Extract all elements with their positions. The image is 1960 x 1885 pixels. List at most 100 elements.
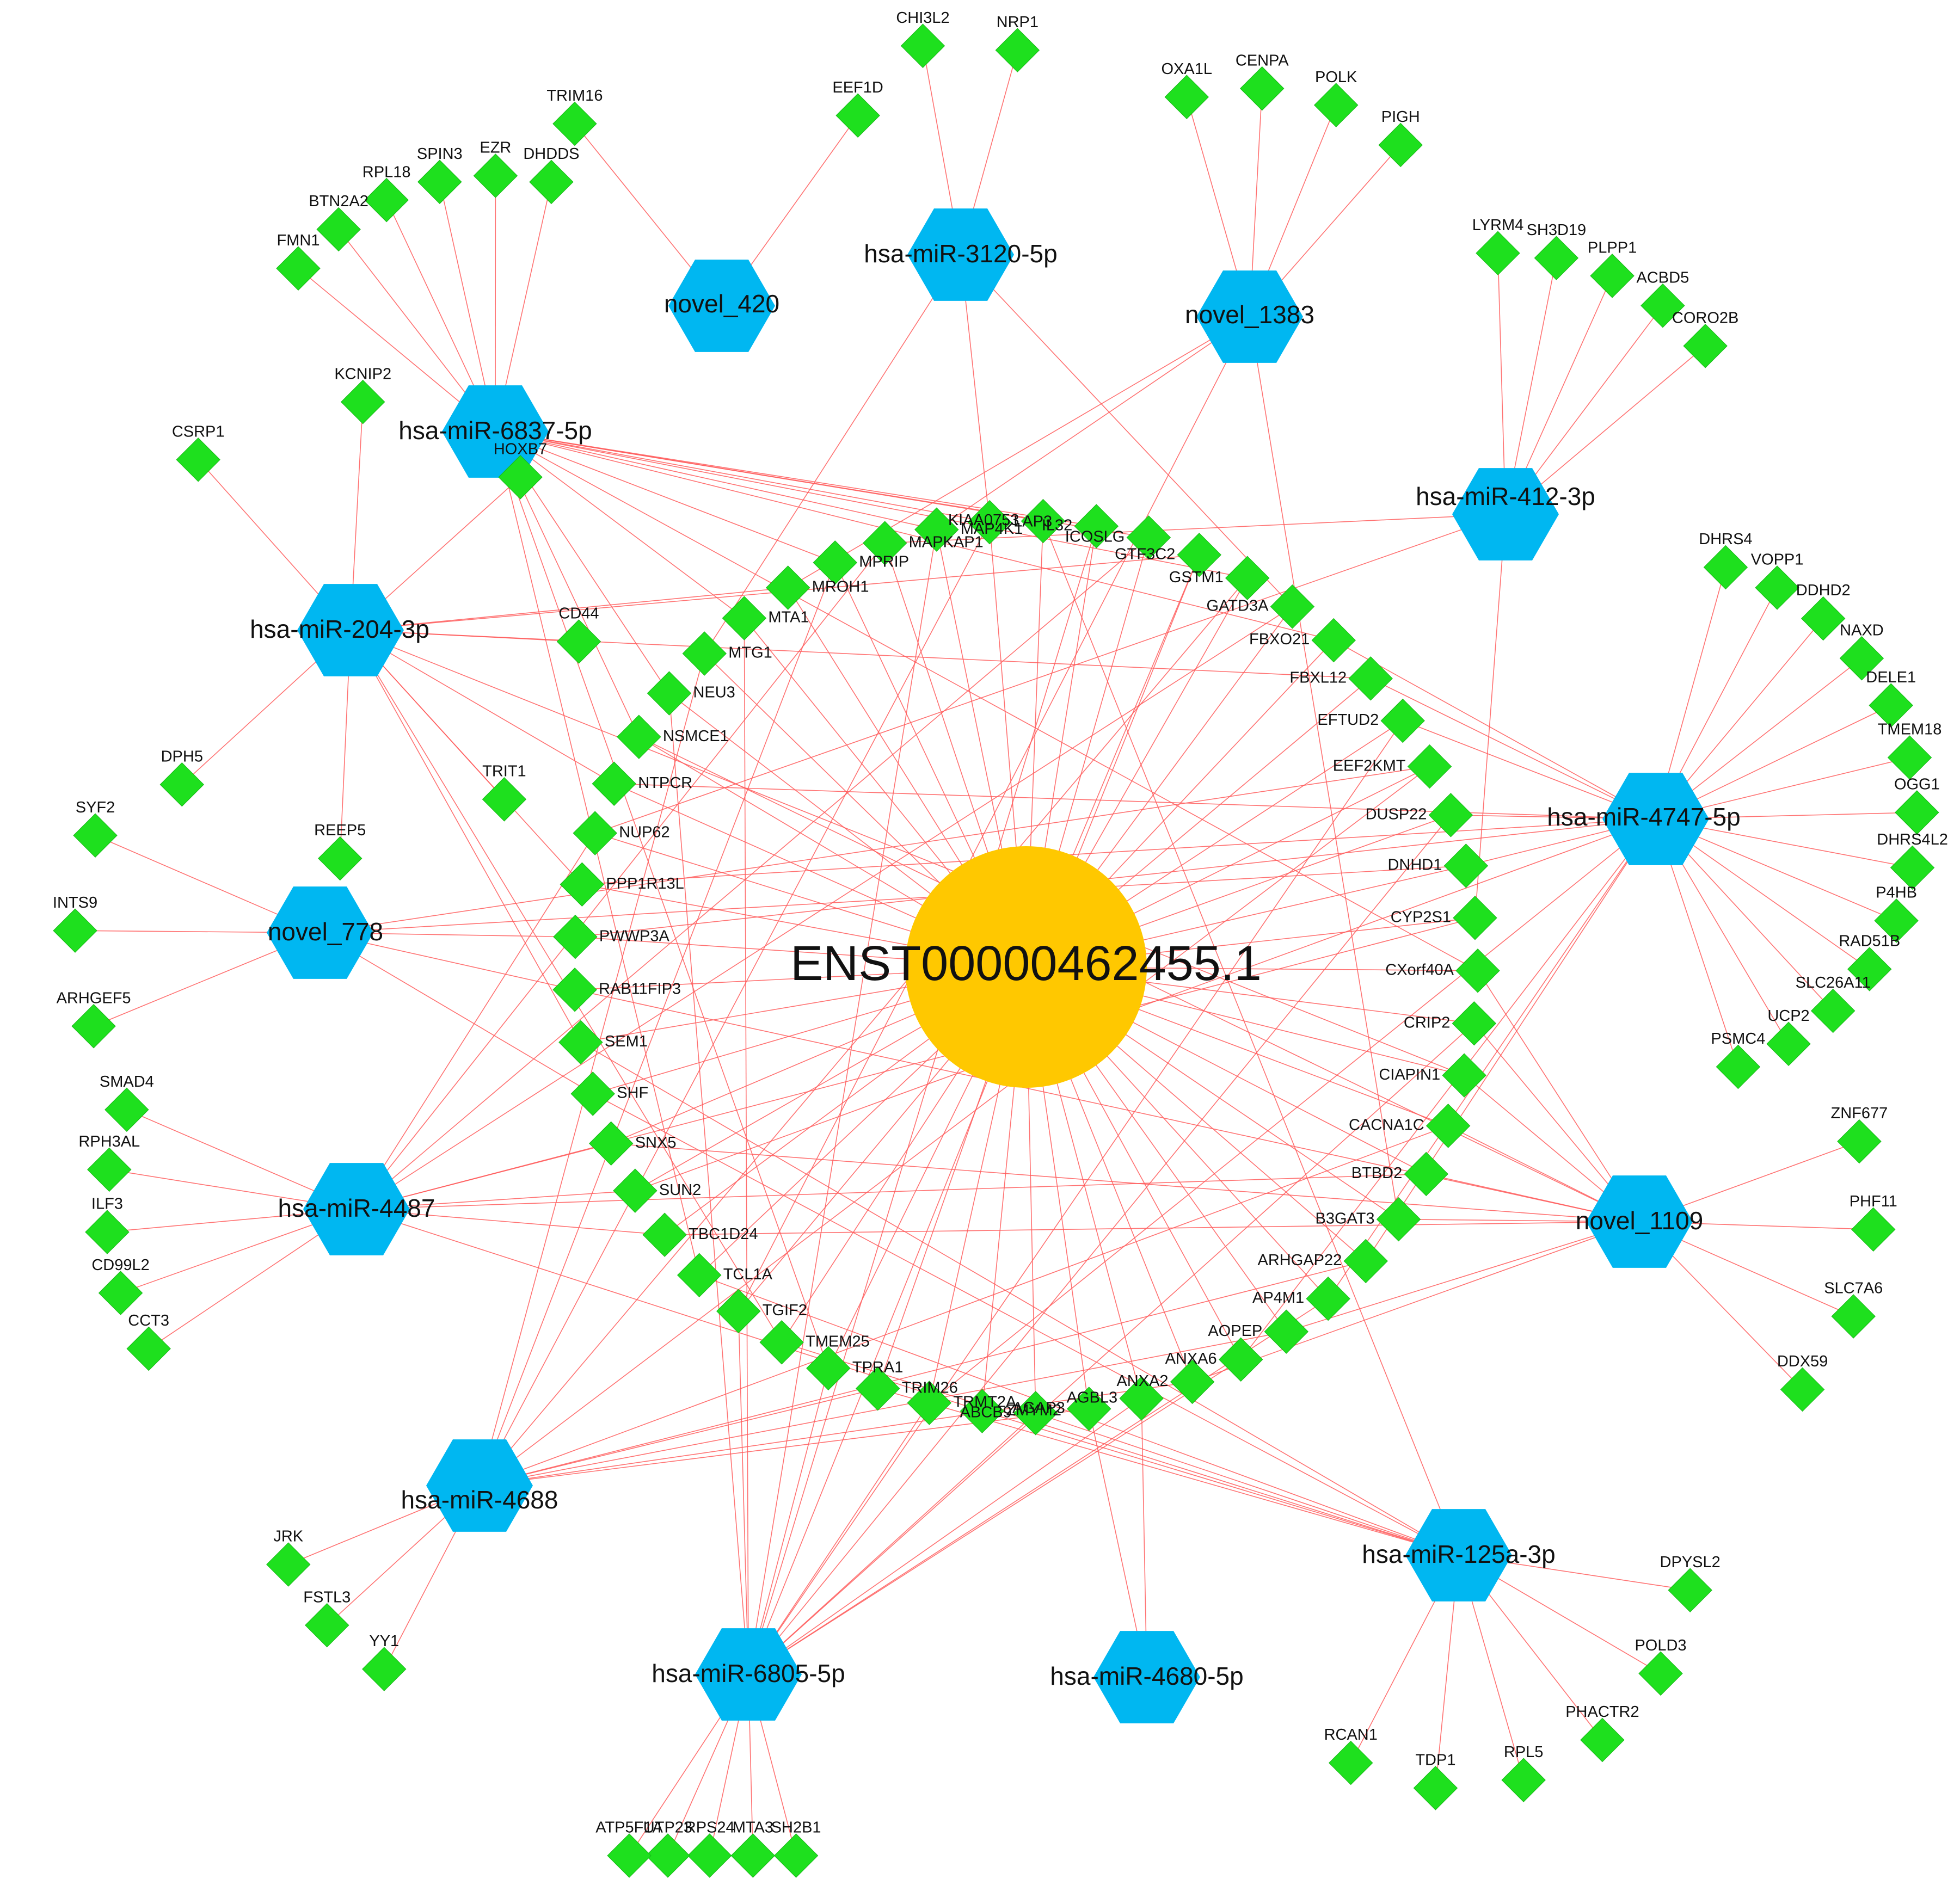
peripheral-gene-node-28[interactable] (1801, 596, 1846, 641)
peripheral-gene-node-39[interactable] (71, 1004, 116, 1049)
peripheral-gene-node-22[interactable] (556, 619, 601, 664)
ring-gene-node-10[interactable] (1380, 698, 1425, 743)
peripheral-gene-node-62[interactable] (687, 1833, 732, 1878)
ring-gene-node-6[interactable] (1225, 556, 1270, 600)
peripheral-gene-node-24[interactable] (318, 836, 362, 881)
peripheral-gene-node-32[interactable] (1895, 790, 1939, 835)
peripheral-gene-node-7[interactable] (1378, 122, 1423, 168)
mirna-node-mir6837[interactable] (442, 385, 549, 478)
ring-gene-node-44[interactable] (573, 811, 617, 855)
mirna-node-mir204[interactable] (297, 584, 404, 676)
ring-gene-node-2[interactable] (1021, 498, 1066, 544)
peripheral-gene-node-33[interactable] (1890, 845, 1935, 890)
ring-gene-node-52[interactable] (862, 521, 907, 565)
peripheral-gene-node-60[interactable] (773, 1833, 819, 1878)
ring-gene-node-15[interactable] (1455, 948, 1500, 993)
peripheral-gene-node-4[interactable] (1164, 75, 1209, 119)
peripheral-gene-node-16[interactable] (1590, 254, 1635, 298)
peripheral-gene-node-1[interactable] (835, 93, 880, 138)
peripheral-gene-node-50[interactable] (1780, 1367, 1825, 1412)
ring-gene-node-36[interactable] (642, 1212, 687, 1257)
ring-gene-node-28[interactable] (1013, 1391, 1058, 1436)
peripheral-gene-node-59[interactable] (1329, 1740, 1373, 1785)
mirna-node-mir412[interactable] (1452, 468, 1559, 560)
peripheral-gene-node-58[interactable] (1413, 1766, 1458, 1810)
peripheral-gene-node-61[interactable] (730, 1833, 776, 1878)
peripheral-gene-node-36[interactable] (1811, 988, 1855, 1033)
peripheral-gene-node-38[interactable] (1716, 1044, 1761, 1089)
peripheral-gene-node-25[interactable] (159, 762, 205, 807)
ring-gene-node-11[interactable] (1407, 744, 1452, 789)
peripheral-gene-node-21[interactable] (498, 455, 543, 500)
ring-gene-node-39[interactable] (570, 1071, 615, 1116)
peripheral-gene-node-6[interactable] (1313, 83, 1359, 127)
mirna-node-novel_1109[interactable] (1586, 1175, 1693, 1268)
ring-gene-node-50[interactable] (766, 565, 810, 610)
peripheral-gene-node-26[interactable] (1703, 545, 1748, 590)
ring-gene-node-31[interactable] (855, 1366, 900, 1411)
ring-gene-node-13[interactable] (1443, 843, 1489, 888)
peripheral-gene-node-0[interactable] (552, 101, 597, 146)
peripheral-gene-node-43[interactable] (98, 1271, 143, 1315)
lncrna-hub-node[interactable] (905, 846, 1147, 1088)
peripheral-gene-node-10[interactable] (364, 177, 409, 223)
peripheral-gene-node-11[interactable] (417, 159, 462, 204)
mirna-node-mir3120[interactable] (907, 208, 1014, 301)
peripheral-gene-node-46[interactable] (105, 1087, 149, 1132)
ring-gene-node-46[interactable] (617, 714, 661, 759)
peripheral-gene-node-51[interactable] (362, 1647, 407, 1691)
ring-gene-node-51[interactable] (813, 540, 857, 585)
peripheral-gene-node-48[interactable] (1851, 1207, 1896, 1252)
peripheral-gene-node-35[interactable] (1847, 947, 1892, 991)
ring-gene-node-14[interactable] (1453, 896, 1497, 940)
ring-gene-node-20[interactable] (1376, 1197, 1421, 1242)
ring-gene-node-41[interactable] (552, 968, 597, 1012)
peripheral-gene-node-27[interactable] (1755, 565, 1799, 610)
ring-gene-node-47[interactable] (647, 671, 692, 716)
ring-gene-node-42[interactable] (553, 914, 598, 959)
mirna-node-mir4747[interactable] (1602, 773, 1709, 865)
ring-gene-node-8[interactable] (1311, 618, 1356, 663)
mirna-node-mir4487[interactable] (303, 1163, 410, 1255)
mirna-node-novel_1383[interactable] (1196, 270, 1303, 363)
peripheral-gene-node-8[interactable] (276, 246, 321, 291)
ring-gene-node-12[interactable] (1428, 793, 1473, 837)
peripheral-gene-node-34[interactable] (1874, 898, 1919, 943)
ring-gene-node-3[interactable] (1074, 504, 1119, 549)
peripheral-gene-node-57[interactable] (1501, 1758, 1546, 1802)
peripheral-gene-node-18[interactable] (1683, 324, 1728, 368)
ring-gene-node-32[interactable] (806, 1346, 851, 1391)
ring-gene-node-4[interactable] (1126, 515, 1171, 560)
mirna-node-mir125a[interactable] (1405, 1509, 1512, 1601)
mirna-node-novel_778[interactable] (267, 886, 373, 979)
peripheral-gene-node-37[interactable] (1766, 1021, 1811, 1067)
ring-gene-node-1[interactable] (967, 500, 1012, 545)
peripheral-gene-node-63[interactable] (646, 1833, 690, 1878)
ring-gene-node-48[interactable] (682, 631, 727, 676)
peripheral-gene-node-41[interactable] (73, 813, 118, 858)
peripheral-gene-node-12[interactable] (473, 153, 518, 198)
peripheral-gene-node-19[interactable] (176, 438, 220, 482)
ring-gene-node-18[interactable] (1426, 1104, 1471, 1148)
ring-gene-node-43[interactable] (560, 862, 605, 907)
ring-gene-node-16[interactable] (1452, 1001, 1497, 1046)
peripheral-gene-node-15[interactable] (1534, 236, 1579, 280)
ring-gene-node-34[interactable] (716, 1289, 761, 1334)
ring-gene-node-5[interactable] (1177, 532, 1221, 577)
ring-gene-node-45[interactable] (592, 761, 636, 806)
peripheral-gene-node-49[interactable] (1831, 1294, 1876, 1339)
peripheral-gene-node-20[interactable] (341, 379, 385, 424)
peripheral-gene-node-23[interactable] (482, 777, 527, 822)
peripheral-gene-node-45[interactable] (87, 1147, 132, 1192)
ring-gene-node-19[interactable] (1404, 1151, 1448, 1197)
ring-gene-node-49[interactable] (722, 596, 767, 640)
ring-gene-node-0[interactable] (914, 507, 959, 552)
peripheral-gene-node-40[interactable] (53, 908, 97, 953)
peripheral-gene-node-52[interactable] (305, 1603, 349, 1648)
peripheral-gene-node-3[interactable] (995, 28, 1040, 72)
ring-gene-node-35[interactable] (677, 1253, 722, 1297)
ring-gene-node-7[interactable] (1270, 584, 1315, 629)
mirna-node-mir4680[interactable] (1093, 1631, 1200, 1723)
peripheral-gene-node-56[interactable] (1580, 1717, 1625, 1763)
ring-gene-node-24[interactable] (1218, 1337, 1263, 1382)
